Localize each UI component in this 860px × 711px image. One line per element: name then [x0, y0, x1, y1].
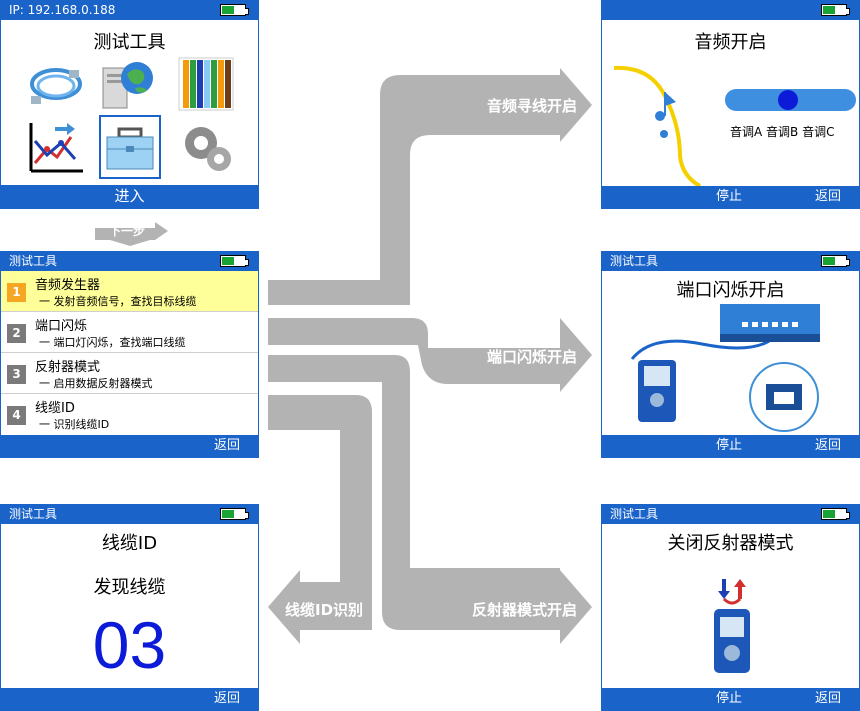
battery-icon	[220, 508, 249, 520]
header-bar: 测试工具	[602, 505, 859, 524]
page-title: 关闭反射器模式	[667, 533, 794, 554]
arrow-port-flash	[268, 318, 592, 392]
switch-diagram-icon	[630, 304, 820, 432]
page-title: 测试工具	[93, 32, 166, 53]
tone-labels: 音调A 音调B 音调C	[730, 125, 835, 139]
wires-icon[interactable]	[177, 56, 239, 116]
toolbox-icon[interactable]	[99, 115, 161, 179]
menu-label: 音频发生器	[35, 278, 101, 293]
header-title: 测试工具	[610, 254, 659, 268]
enter-label: 进入	[114, 187, 145, 205]
menu-num: 4	[7, 406, 26, 425]
back-button[interactable]: 返回	[814, 438, 841, 453]
cable-id-screen: 测试工具 线缆ID 发现线缆 03 返回	[0, 504, 259, 711]
status-text: 发现线缆	[93, 577, 166, 598]
audio-wave-icon	[613, 65, 702, 186]
cableid-bottom-bar: 返回	[1, 688, 258, 710]
arrow-next-step	[95, 222, 168, 246]
header-title: 测试工具	[610, 507, 659, 521]
audio-screen: 音频开启 音调A 音调B 音调C 停止 返回	[601, 0, 860, 209]
menu-desc: 一 发射音频信号，查找目标线缆	[39, 295, 197, 308]
battery-icon	[220, 4, 249, 16]
menu-label: 端口闪烁	[35, 319, 88, 334]
menu-desc: 一 启用数据反射器模式	[39, 377, 153, 390]
battery-icon	[821, 508, 850, 520]
computer-globe-icon[interactable]	[99, 56, 161, 116]
cable-icon[interactable]	[25, 56, 87, 116]
stop-button[interactable]: 停止	[716, 438, 743, 453]
header-bar	[602, 1, 859, 20]
reflector-screen: 测试工具 关闭反射器模式 停止 返回	[601, 504, 860, 711]
menu-item-cable-id[interactable]: 4 线缆ID 一 识别线缆ID	[1, 394, 258, 435]
arrow-label-reflector: 反射器模式开启	[472, 601, 578, 619]
battery-icon	[220, 255, 249, 267]
stop-button[interactable]: 停止	[716, 189, 743, 204]
status-bar: IP: 192.168.0.188	[1, 1, 258, 20]
header-bar: 测试工具	[1, 252, 258, 271]
arrow-label-audio: 音频寻线开启	[487, 97, 578, 115]
back-button[interactable]: 返回	[213, 438, 240, 453]
gears-icon[interactable]	[177, 119, 239, 179]
menu-num: 3	[7, 365, 26, 384]
menu-desc: 一 识别线缆ID	[39, 418, 110, 431]
page-title: 音频开启	[694, 32, 767, 53]
battery-icon	[821, 4, 850, 16]
header-bar: 测试工具	[602, 252, 859, 271]
tone-slider-thumb[interactable]	[778, 90, 798, 110]
menu-item-port-flash[interactable]: 2 端口闪烁 一 端口灯闪烁，查找端口线缆	[1, 312, 258, 353]
audio-bottom-bar: 停止 返回	[602, 186, 859, 208]
menu-item-reflector[interactable]: 3 反射器模式 一 启用数据反射器模式	[1, 353, 258, 394]
battery-icon	[821, 255, 850, 267]
arrow-reflector	[268, 355, 592, 644]
header-bar: 测试工具	[1, 505, 258, 524]
menu-label: 反射器模式	[35, 360, 101, 375]
arrow-audio	[268, 68, 592, 305]
portflash-bottom-bar: 停止 返回	[602, 435, 859, 457]
back-button[interactable]: 返回	[814, 691, 841, 706]
header-title: 测试工具	[9, 254, 58, 268]
menu-label: 线缆ID	[35, 401, 75, 416]
menu-num: 1	[7, 283, 26, 302]
ip-address: IP: 192.168.0.188	[9, 3, 116, 17]
reflector-device-icon	[714, 579, 750, 673]
cable-number: 03	[92, 608, 167, 682]
menu-screen: 测试工具 1 音频发生器 一 发射音频信号，查找目标线缆 2 端口闪烁 一 端口…	[0, 251, 259, 458]
back-button[interactable]: 返回	[814, 189, 841, 204]
page-title: 端口闪烁开启	[676, 280, 785, 301]
menu-item-audio-generator[interactable]: 1 音频发生器 一 发射音频信号，查找目标线缆	[1, 271, 258, 312]
arrow-label-port-flash: 端口闪烁开启	[487, 348, 578, 366]
menu-num: 2	[7, 324, 26, 343]
tone-slider[interactable]	[725, 89, 856, 111]
header-title: 测试工具	[9, 507, 58, 521]
arrow-label-next-step: 下一步	[109, 224, 146, 238]
port-flash-screen: 测试工具 端口闪烁开启 停止 返回	[601, 251, 860, 458]
arrow-cable-id	[268, 395, 372, 644]
menu-desc: 一 端口灯闪烁，查找端口线缆	[39, 336, 186, 349]
back-button[interactable]: 返回	[213, 691, 240, 706]
stop-button[interactable]: 停止	[716, 691, 743, 706]
enter-button[interactable]: 进入	[1, 185, 258, 208]
reflector-bottom-bar: 停止 返回	[602, 688, 859, 710]
chart-icon[interactable]	[25, 119, 87, 179]
arrow-label-cable-id: 线缆ID识别	[285, 601, 364, 619]
main-screen: IP: 192.168.0.188 测试工具	[0, 0, 259, 209]
menu-bottom-bar: 返回	[1, 435, 258, 457]
page-title: 线缆ID	[101, 533, 158, 554]
